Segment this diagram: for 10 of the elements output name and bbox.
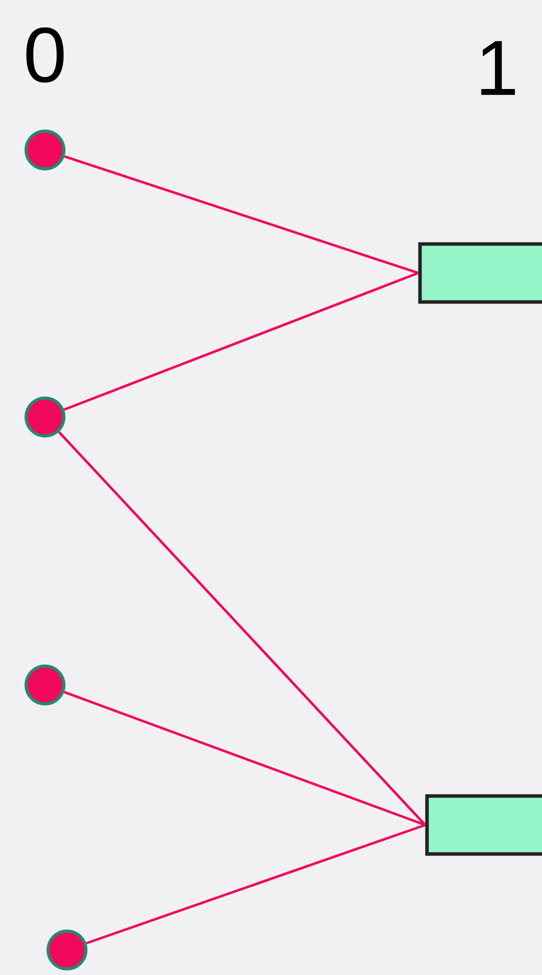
- connector-line: [64, 155, 419, 274]
- connector-line: [86, 824, 426, 944]
- column-number: 0: [26, 27, 64, 83]
- connector-line: [58, 431, 426, 826]
- rectangle-box: [425, 794, 542, 856]
- column-number: 1: [481, 41, 515, 95]
- rectangle-box: [418, 242, 542, 304]
- connector-line: [64, 272, 419, 411]
- dot: [46, 930, 88, 970]
- connector-line: [64, 690, 426, 826]
